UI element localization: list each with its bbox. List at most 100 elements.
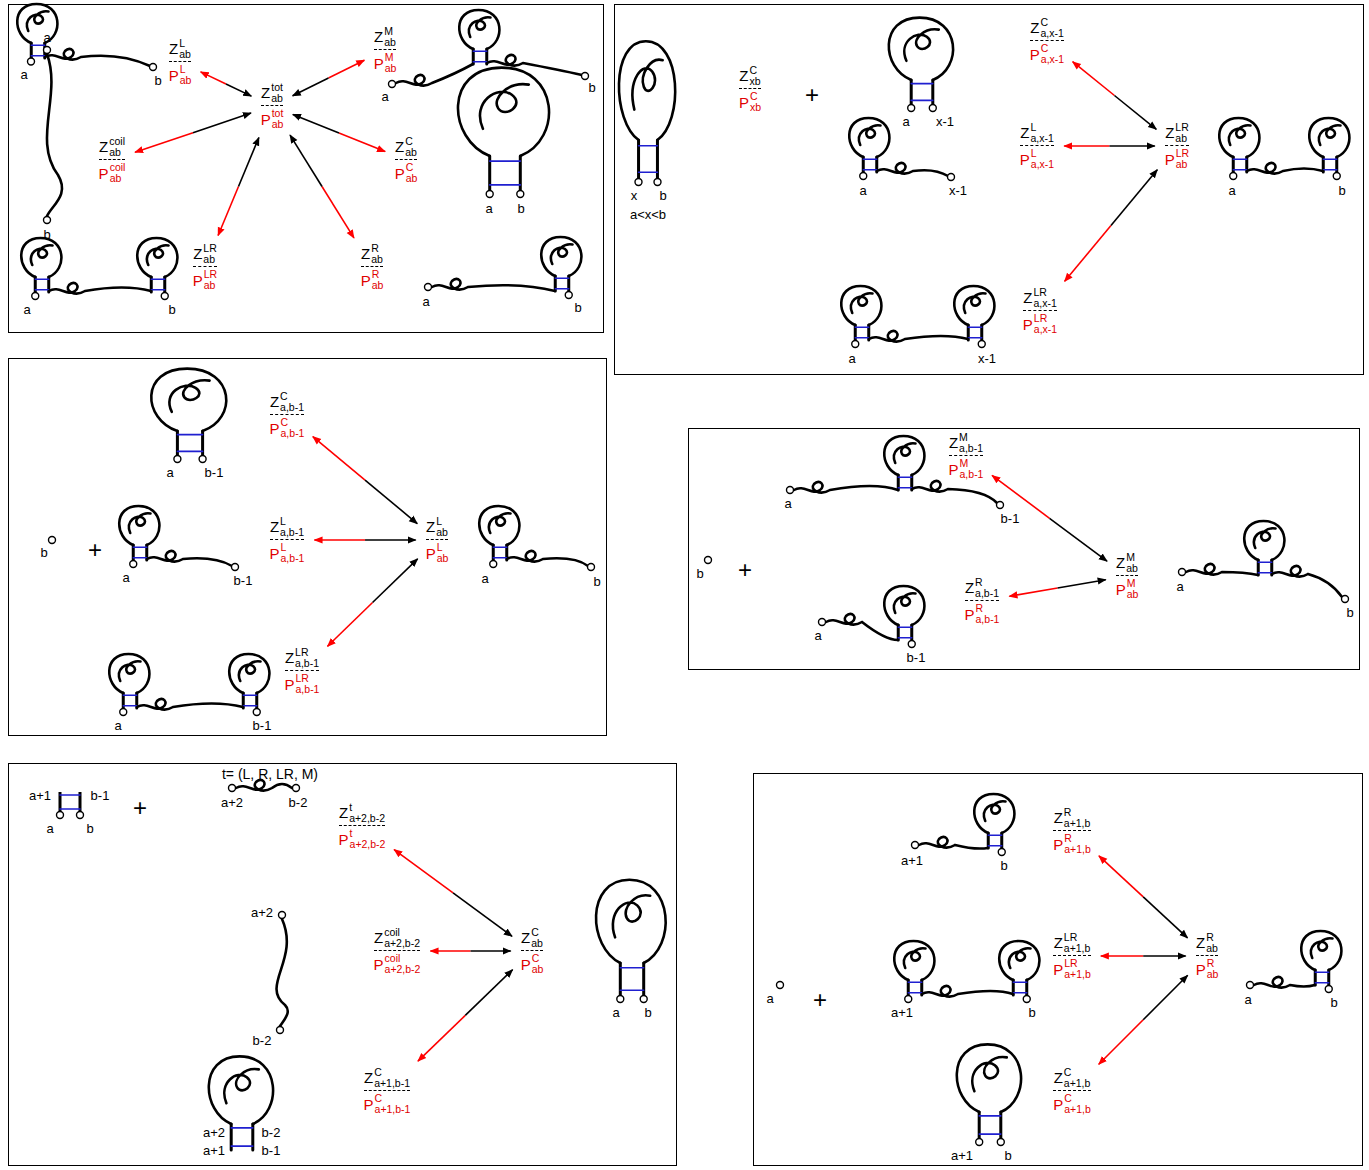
script-stack: Lab [180,64,192,86]
script-stack: totab [271,82,283,104]
subscript: a+2,b-2 [349,813,385,824]
superscript: C [1064,1067,1072,1078]
fraction-label: ZLa,b-1PLa,b-1 [267,515,308,565]
rna-structures [236,780,292,791]
panel-box: xba<x<b+ax-1ax-1ax-1abZCxbPCxbZCa,x-1PCa… [614,4,1364,375]
subscript: ab [1175,133,1187,144]
arrow-half [201,72,226,84]
symbol-letter: P [1196,962,1206,977]
subscript: ab [437,553,449,564]
rna-structures [541,237,581,291]
partition-function: Zcoila+2,b-2 [374,927,421,950]
partition-function: Zcoilab [99,136,126,159]
fraction-label: ZRabPRab [1193,931,1222,981]
rna-structures [17,4,1349,1150]
symbol-letter: Z [193,246,202,261]
position-label: b-1 [907,651,926,664]
position-label: a+2 [251,906,273,919]
position-label: a [20,68,27,81]
superscript: C [1040,17,1048,28]
double-arrow [218,137,259,235]
end-circles [174,456,181,463]
fraction-label: ZCabPCab [518,926,547,976]
partition-function: ZLRa+1,b [1053,932,1091,955]
double-arrow [394,850,512,937]
symbol-letter: Z [1030,20,1039,35]
symbol-letter: P [285,677,295,692]
rna-structures [147,551,232,566]
script-stack: Ca+1,b [1064,1093,1091,1115]
script-stack: LRa,b-1 [296,673,320,695]
double-arrow [1065,170,1158,282]
partition-function: ZLRab [1165,122,1189,145]
superscript: C [375,1093,383,1104]
position-label: b [696,567,703,580]
rna-structures [45,49,150,66]
script-stack: Ca+1,b-1 [375,1093,411,1115]
rna-structures [794,482,898,493]
superscript: R [976,603,984,614]
partition-function: ZCab [395,136,418,159]
position-label: x-1 [949,184,967,197]
fraction-label: ZRabPRab [358,242,387,292]
subscript: a,b-1 [281,553,305,564]
subscript: a,x-1 [1041,54,1064,65]
script-stack: totab [272,108,284,130]
position-label: + [738,558,752,582]
subscript: a,b-1 [296,684,320,695]
script-stack: coila+2,b-2 [385,953,421,975]
end-circles [860,173,867,180]
symbol-letter: P [261,112,271,127]
end-circles [1179,569,1186,576]
position-label: a<x<b [630,208,666,221]
end-circles [253,709,260,716]
end-circles [565,292,572,299]
probability: PLa,x-1 [1020,145,1054,170]
arrow-half [322,187,354,238]
superscript: M [1126,552,1135,563]
double-arrow [293,114,385,151]
subscript: ab [372,280,384,291]
superscript: LR [1033,287,1046,298]
script-stack: LRa,x-1 [1034,313,1057,335]
subscript: a+2,b-2 [384,938,420,949]
symbol-letter: Z [270,519,279,534]
position-label: b-1 [205,466,224,479]
panel-box: ababababababZLabPLabZtotabPtotabZMabPMab… [8,4,604,333]
end-circles [161,293,168,300]
subscript: a,b-1 [295,658,319,669]
double-arrow [1073,62,1157,130]
script-stack: Mab [1126,552,1138,574]
partition-function: ZCa+1,b-1 [364,1067,411,1090]
probability: PLRab [193,266,217,291]
end-circles [1023,996,1030,1003]
subscript: a,x-1 [1040,28,1063,39]
arrow-half [314,539,365,541]
position-label: a [381,90,388,103]
arrow-half [1099,1020,1143,1064]
position-label: b [1346,606,1353,619]
position-label: b [1004,1149,1011,1162]
position-label: + [805,83,819,107]
superscript: M [384,26,393,37]
probability: Pcoilab [99,159,126,184]
end-circles [908,641,915,648]
position-label: b [43,228,50,241]
script-stack: Ra+1,b [1064,833,1091,855]
arrow-half [1143,975,1187,1019]
subscript: a,x-1 [1033,298,1056,309]
superscript: LR [203,243,216,254]
position-label: + [133,796,147,820]
arrow-half [290,135,322,186]
end-circles [517,191,524,198]
symbol-letter: Z [1196,935,1205,950]
symbol-letter: P [169,68,179,83]
superscript: M [959,432,968,443]
subscript: a,b-1 [280,402,304,413]
script-stack: Rab [371,243,383,265]
rna-structures [1272,566,1342,597]
fraction-label: ZMa,b-1PMa,b-1 [946,431,987,481]
rna-structures [17,4,57,58]
arrow-half [328,60,364,78]
subscript: a+1,b [1064,1078,1091,1089]
